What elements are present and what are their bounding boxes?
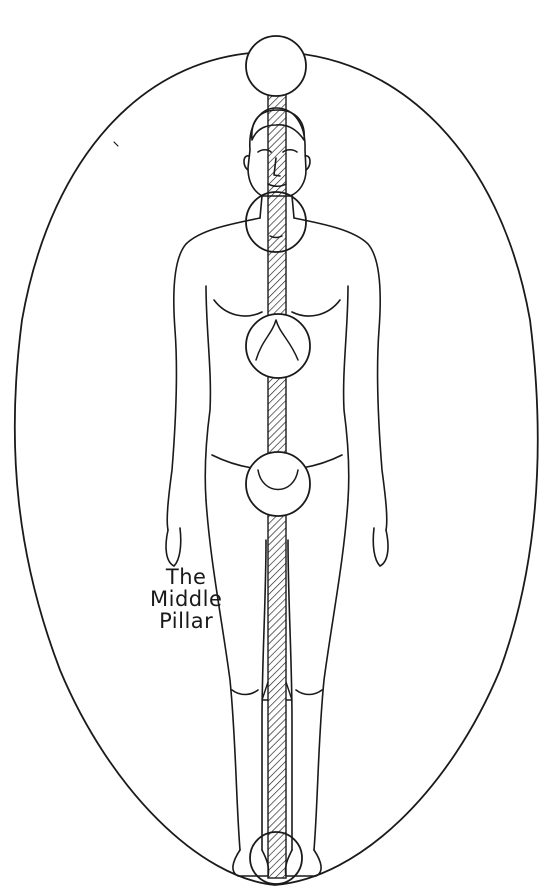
right-knee [296,690,322,695]
right-side [344,286,349,500]
hip-line-right [302,455,342,468]
caption-line-2: Middle [150,588,222,610]
right-hand [373,528,388,566]
right-leg-outer [314,500,348,850]
left-side [205,286,210,500]
diagram-caption: The Middle Pillar [150,566,222,632]
genital-sphere [246,452,310,516]
left-leg-outer [206,500,240,850]
stray-mark [114,142,118,146]
caption-line-3: Pillar [150,610,222,632]
left-hand [166,528,181,566]
crown-sphere [246,36,306,96]
right-foot [285,850,321,876]
caption-line-1: The [150,566,222,588]
left-pectoral [214,300,262,316]
hip-line-left [212,455,252,468]
right-pectoral [292,300,340,316]
left-knee [232,690,258,695]
